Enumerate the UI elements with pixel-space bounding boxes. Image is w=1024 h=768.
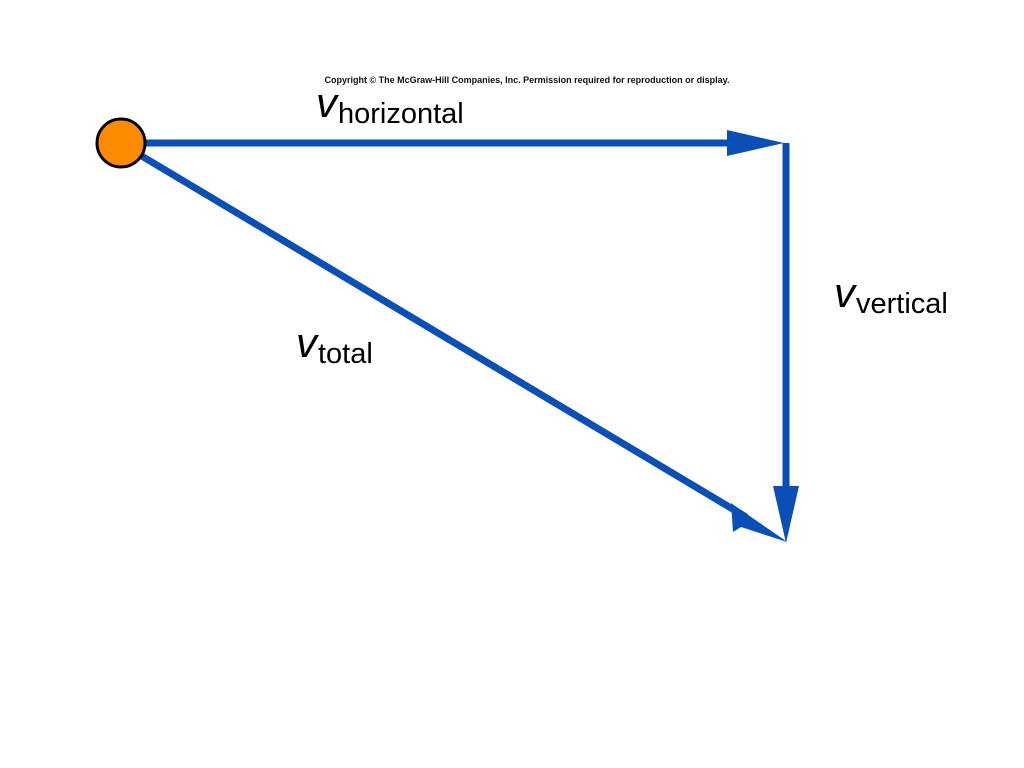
v-horizontal-label: vhorizontal — [316, 79, 464, 129]
total-velocity-arrow — [138, 151, 787, 542]
v-vertical-label: vvertical — [834, 269, 948, 319]
v-total-symbol: v — [296, 319, 317, 366]
v-total-subscript: total — [318, 338, 373, 370]
v-total-label: vtotal — [296, 319, 373, 369]
vertical-velocity-arrow — [773, 143, 799, 543]
ball-icon — [95, 117, 147, 169]
v-horizontal-symbol: v — [316, 79, 337, 126]
v-vertical-subscript: vertical — [856, 288, 948, 320]
v-horizontal-subscript: horizontal — [338, 98, 464, 130]
copyright-notice: Copyright © The McGraw-Hill Companies, I… — [324, 75, 730, 85]
v-vertical-symbol: v — [834, 269, 855, 316]
horizontal-velocity-arrow — [140, 130, 784, 156]
